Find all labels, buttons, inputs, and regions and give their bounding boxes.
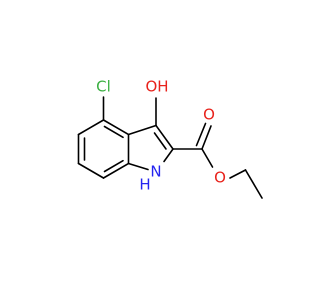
ester-oxygen-label: O: [214, 169, 226, 187]
molecule-structure: Cl OH N H O O: [77, 78, 263, 199]
bond-ch2-ch3: [244, 169, 263, 199]
bond-c5-c4: [77, 119, 105, 136]
bond-c7a-c7-inner: [103, 159, 124, 173]
benzene-ring: [77, 119, 130, 179]
bond-ccarb-oester: [201, 148, 214, 168]
bond-ccarb-o-double-b: [195, 122, 207, 147]
pyrrole-ring: [127, 124, 174, 171]
bond-ccarb-o-double-a: [201, 125, 212, 150]
bond-n1-c7a: [127, 162, 149, 171]
carbonyl-oxygen-label: O: [203, 106, 215, 124]
bond-c7-c6: [77, 162, 105, 179]
bond-c4-c3a-inner: [103, 125, 124, 139]
bond-c3-c2: [155, 124, 174, 150]
hydroxyl-label: OH: [145, 78, 168, 96]
chlorine-label: Cl: [96, 78, 111, 96]
structure-canvas: Cl OH N H O O: [77, 77, 263, 199]
nitrogen-hydrogen-label: H: [139, 176, 150, 194]
ester-group: [172, 122, 263, 199]
bond-c7a-c7: [102, 162, 130, 179]
bond-c2-n1: [163, 148, 174, 163]
bond-c4-c3a: [102, 119, 130, 136]
bond-c3a-c3: [127, 124, 157, 136]
bond-c3-c2-inner: [153, 132, 167, 150]
bond-oester-ch2: [229, 169, 247, 179]
nitrogen-label: N: [150, 163, 161, 181]
